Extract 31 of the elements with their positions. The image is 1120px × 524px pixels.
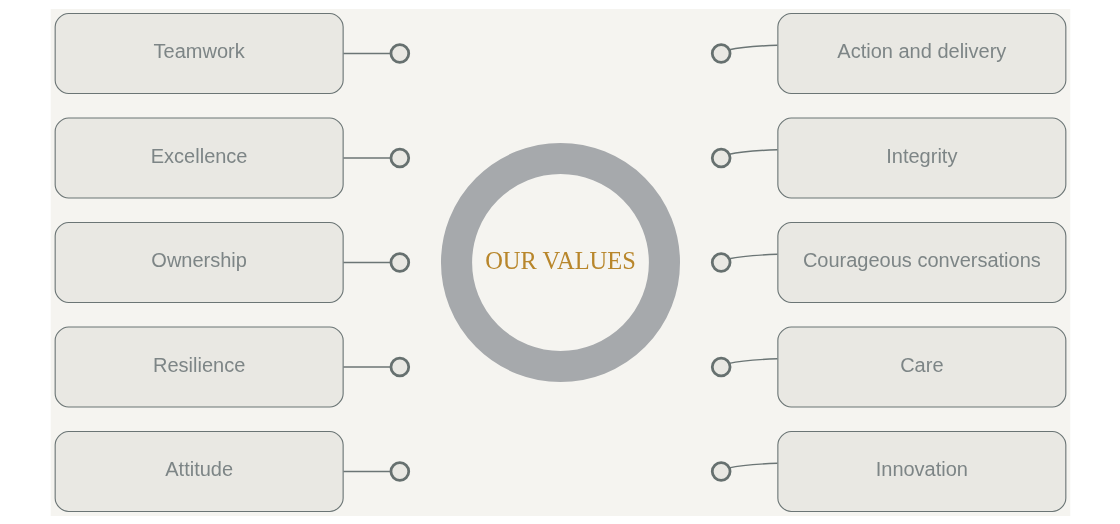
connector [728, 252, 778, 260]
connector [342, 365, 392, 368]
connector [728, 148, 778, 155]
node-circle [710, 460, 731, 482]
node-box: Ownership [54, 221, 344, 303]
node-circle [389, 356, 410, 377]
node-box: Care [776, 325, 1066, 408]
node-box: Attitude [54, 430, 344, 512]
node-circle [710, 147, 731, 168]
connector [342, 156, 392, 159]
node-circle [710, 42, 731, 64]
node-circle [389, 42, 410, 64]
connector [728, 462, 778, 469]
connector [342, 261, 392, 263]
node-box: Innovation [776, 430, 1066, 512]
connector [728, 43, 778, 50]
node-circle [389, 147, 410, 168]
connector [342, 470, 392, 472]
node-box: Excellence [54, 116, 344, 199]
node-box: Action and delivery [776, 12, 1066, 94]
node-box: Teamwork [54, 12, 344, 94]
node-box: Resilience [54, 325, 344, 408]
node-circle [389, 251, 410, 273]
node-circle [389, 460, 410, 482]
node-circle [710, 356, 731, 377]
connector [342, 52, 392, 54]
connector [728, 357, 778, 364]
node-circle [710, 251, 731, 273]
node-box: Integrity [776, 116, 1066, 199]
node-circle: OUR VALUES [440, 142, 680, 382]
node-box: Courageous conversations [776, 221, 1066, 303]
